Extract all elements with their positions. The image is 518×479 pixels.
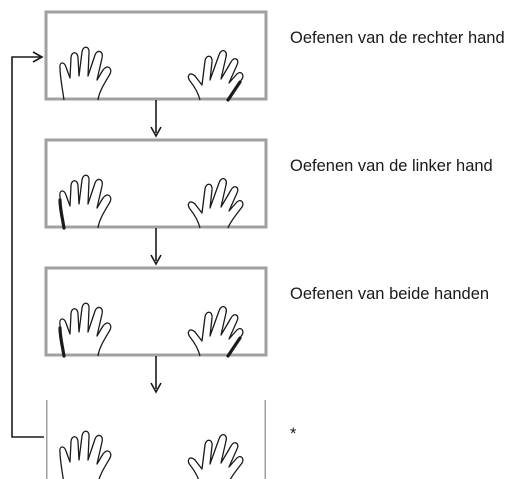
step-label-4: * bbox=[290, 422, 515, 446]
loop-arrow-icon bbox=[11, 51, 44, 438]
hands-icon bbox=[59, 46, 244, 102]
hand-outline bbox=[187, 178, 244, 229]
step-label-1: Oefenen van de rechter hand bbox=[290, 26, 515, 50]
hand-highlight bbox=[226, 336, 242, 358]
arrow-down-icon bbox=[150, 100, 162, 138]
step-box-2 bbox=[44, 138, 268, 230]
hand-outline bbox=[59, 46, 112, 101]
step-box-3 bbox=[44, 266, 268, 358]
hand-outline bbox=[187, 434, 244, 479]
hands-icon bbox=[58, 302, 244, 358]
arrow-down-icon bbox=[150, 228, 162, 266]
step-frame bbox=[44, 138, 268, 229]
step-frame bbox=[46, 400, 266, 479]
hand-outline bbox=[59, 174, 112, 229]
step-label-2: Oefenen van de linker hand bbox=[290, 154, 515, 178]
step-label-text: Oefenen van de linker hand bbox=[290, 157, 493, 175]
hands-icon bbox=[59, 430, 244, 479]
arrow-down-icon bbox=[150, 356, 162, 394]
step-label-text: * bbox=[290, 425, 297, 443]
step-label-3: Oefenen van beide handen bbox=[290, 282, 515, 306]
hand-highlight bbox=[226, 80, 242, 102]
step-box-4 bbox=[46, 400, 266, 479]
step-box-1 bbox=[44, 10, 268, 102]
hand-outline bbox=[59, 430, 112, 479]
hands-icon bbox=[58, 174, 244, 230]
hand-highlight bbox=[58, 326, 66, 358]
step-label-text: Oefenen van de rechter hand bbox=[290, 29, 505, 47]
step-frame bbox=[44, 266, 268, 357]
hand-outline bbox=[187, 306, 244, 357]
hand-outline bbox=[59, 302, 112, 357]
hand-outline bbox=[187, 50, 244, 101]
step-label-text: Oefenen van beide handen bbox=[290, 285, 490, 303]
step-frame bbox=[44, 10, 268, 101]
hand-highlight bbox=[58, 198, 66, 230]
